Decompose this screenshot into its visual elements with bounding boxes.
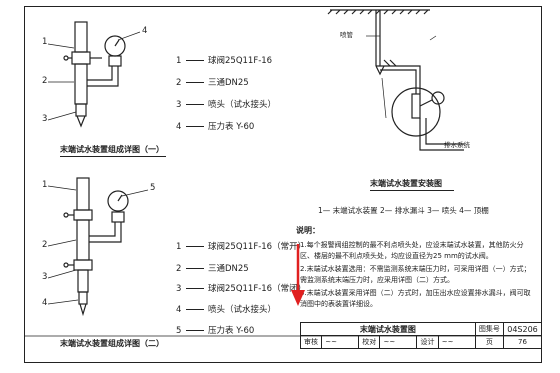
- callout-1: 1: [42, 37, 48, 47]
- design-label: 设计: [416, 335, 439, 349]
- legend-b-item-1-text: 球阀25Q11F-16（常开）: [208, 242, 307, 252]
- atlas-number: 04S206: [503, 322, 542, 336]
- legend-a-item-3-text: 喷头（试水接头）: [208, 100, 277, 110]
- install-branch-label: 喷管: [340, 31, 353, 39]
- title-block: 末端试水装置图 图集号 04S206 审核 ~~ 校对 ~~ 设计 ~~ 页 7…: [299, 322, 542, 349]
- install-drain-label: 排水系统: [444, 141, 470, 149]
- callout-3: 3: [42, 114, 48, 124]
- detail-two-caption: 末端试水装置组成详图（二）: [60, 339, 164, 348]
- legend-b-item-2-text: 三通DN25: [208, 264, 249, 274]
- design-signature: ~~: [437, 335, 476, 349]
- detail-one-leaders: [47, 31, 141, 121]
- legend-b-item-5-text: 压力表 Y-60: [208, 326, 255, 336]
- legend-b-item-2-num: 2: [176, 264, 182, 274]
- legend-b-item-3-text: 球阀25Q11F-16（常闭）: [208, 284, 307, 294]
- install-legend: 1— 末端试水装置 2— 排水漏斗 3— 喷头 4— 顶棚: [318, 206, 489, 215]
- note-3: 3.末端试水装置采用详图（二）方式时，加压出水应设置排水漏斗，阀可取消图中的表装…: [300, 289, 531, 308]
- drawing-frame: [24, 6, 542, 363]
- install-leaders: [366, 35, 437, 119]
- legend-b-item-5-num: 5: [176, 326, 182, 336]
- note-1: 1.每个报警阀组控制的最不利点喷头处，应设末端试水装置，其他防火分区、楼层的最不…: [300, 241, 524, 260]
- note-2: 2.末端试水装置选用：不需监测系统末端压力时，可采用详图（一）方式；需监测系统末…: [300, 265, 531, 284]
- callout-2: 2: [42, 76, 48, 86]
- detail-one-assembly: [63, 21, 126, 128]
- detail-two-leaders: [47, 185, 149, 305]
- notes-heading: 说明：: [296, 226, 320, 235]
- callout-4: 4: [142, 26, 148, 36]
- review-signature: ~~: [321, 335, 360, 349]
- detail-two-assembly: [63, 177, 129, 317]
- callout-4: 4: [42, 298, 48, 308]
- install-assembly: [327, 9, 464, 151]
- page-number: 76: [503, 335, 542, 349]
- callout-3: 3: [42, 272, 48, 282]
- legend-a-item-1-num: 1: [176, 56, 182, 66]
- check-label: 校对: [358, 335, 381, 349]
- detail-one-caption: 末端试水装置组成详图（一）: [60, 145, 164, 154]
- red-arrow-icon: [291, 244, 305, 306]
- install-caption: 末端试水装置安装图: [370, 179, 442, 188]
- legend-b-item-4-text: 喷头（试水接头）: [208, 305, 277, 315]
- legend-a-item-4-text: 压力表 Y-60: [208, 122, 255, 132]
- sheet-title: 末端试水装置图: [300, 322, 476, 336]
- legend-b-item-3-num: 3: [176, 284, 182, 294]
- callout-1: 1: [42, 180, 48, 190]
- legend-a-item-2-text: 三通DN25: [208, 78, 249, 88]
- callout-5: 5: [150, 183, 156, 193]
- legend-b-item-4-num: 4: [176, 305, 182, 315]
- atlas-label: 图集号: [474, 322, 505, 336]
- review-label: 审核: [299, 335, 323, 349]
- legend-a-item-1-text: 球阀25Q11F-16: [208, 56, 273, 66]
- legend-a-item-3-num: 3: [176, 100, 182, 110]
- legend-a-item-2-num: 2: [176, 78, 182, 88]
- callout-2: 2: [42, 240, 48, 250]
- check-signature: ~~: [379, 335, 418, 349]
- page-label: 页: [474, 335, 505, 349]
- legend-a-item-4-num: 4: [176, 122, 182, 132]
- legend-b-item-1-num: 1: [176, 242, 182, 252]
